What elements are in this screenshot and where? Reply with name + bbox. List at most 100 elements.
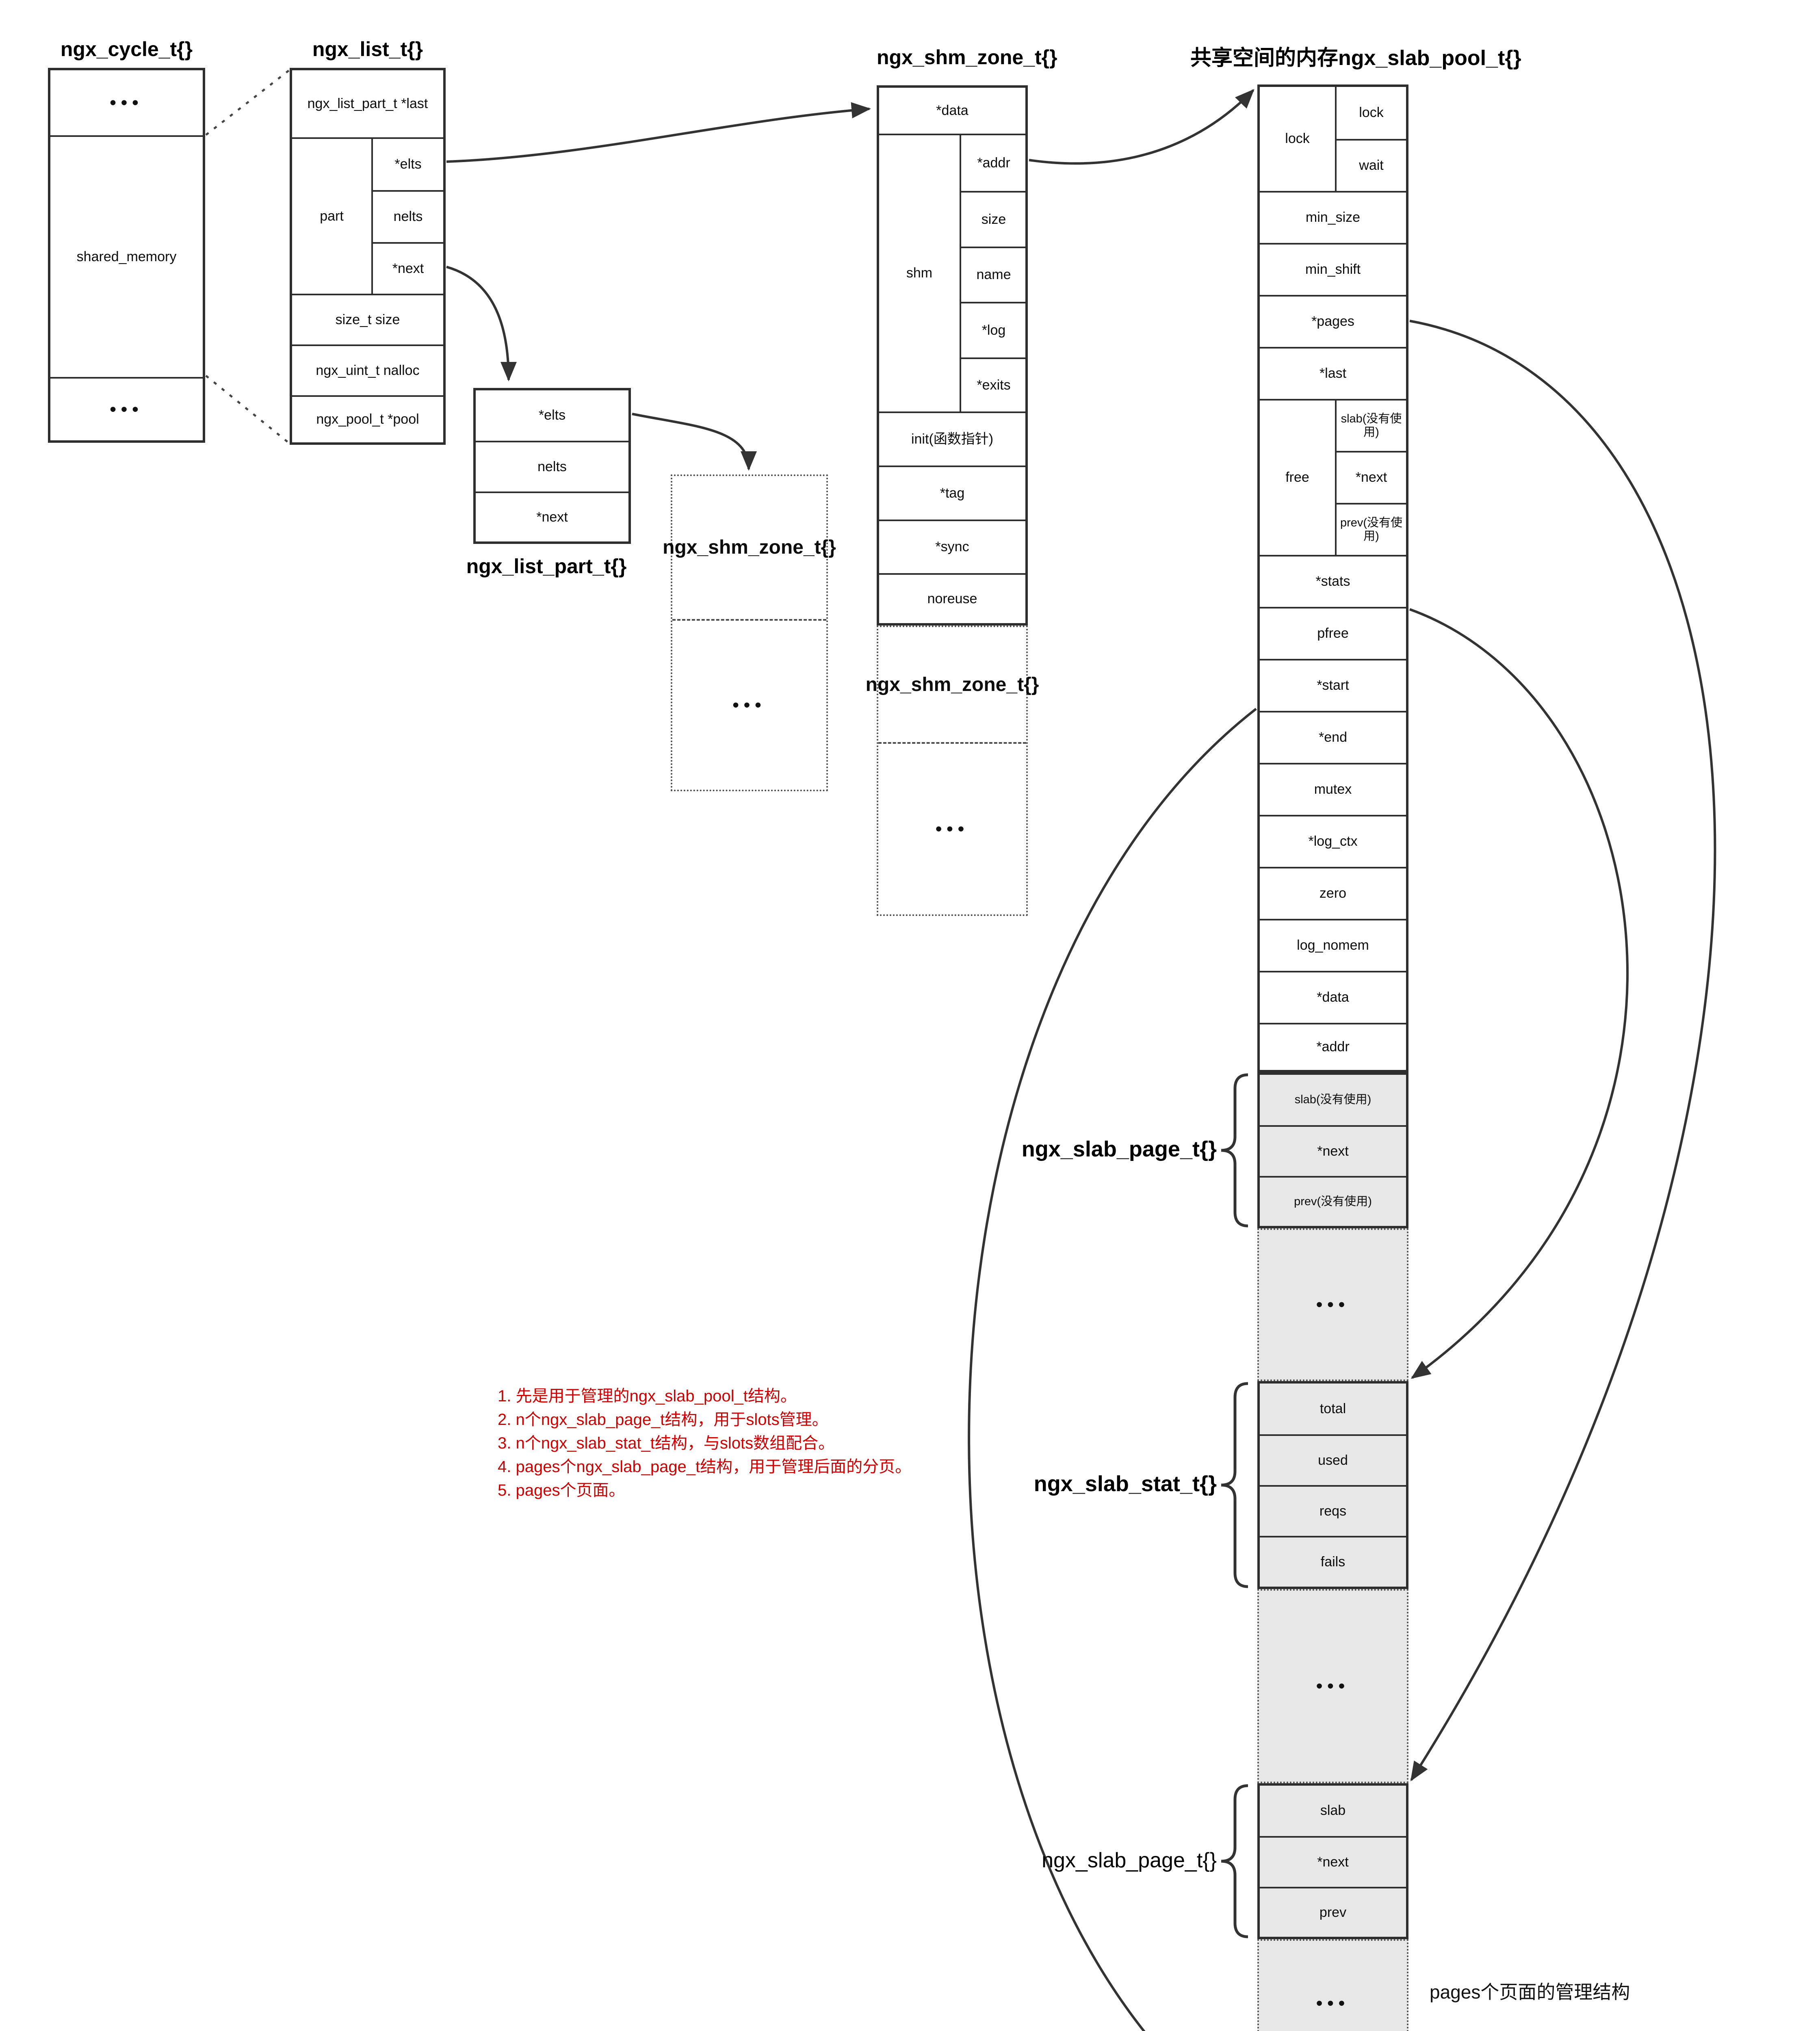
- shm-cell-shm: shm: [879, 134, 960, 411]
- list-row-pool: ngx_pool_t *pool: [292, 395, 443, 442]
- pool-cell-lock: lock: [1285, 131, 1310, 147]
- slab-pool-box: lock lock wait min_size min_shift *pages…: [1257, 84, 1408, 1072]
- arrow-next-to-listpart: [446, 266, 517, 381]
- slab-page-label: ngx_slab_page_t{}: [1021, 1137, 1217, 1161]
- part-row-elts: *elts: [538, 407, 566, 423]
- stat-row-reqs: reqs: [1260, 1485, 1406, 1536]
- note-5: 5. pages个页面。: [498, 1481, 625, 1499]
- stat-row-used: used: [1260, 1434, 1406, 1485]
- stat-row-fails: fails: [1260, 1536, 1406, 1587]
- gray-region-c-dots: •••: [1316, 1993, 1350, 2013]
- shm-cell-addr: *addr: [960, 134, 1026, 191]
- list-row-size: size_t size: [292, 294, 443, 344]
- pool-cell-free: free: [1260, 399, 1335, 555]
- list-part-title: ngx_list_part_t{}: [466, 555, 627, 578]
- shm-zone-more-label: ngx_shm_zone_t{}: [865, 673, 1039, 695]
- list-row-nalloc: ngx_uint_t nalloc: [292, 344, 443, 395]
- dotted-link-top: [205, 69, 290, 136]
- pg2-row-slab: slab: [1320, 1803, 1346, 1819]
- shm-cell-exits: *exits: [960, 357, 1026, 411]
- arrow-pages-to-page-array: [1409, 320, 1716, 1782]
- shm-row-sync: *sync: [879, 520, 1025, 573]
- note-4: 4. pages个ngx_slab_page_t结构，用于管理后面的分页。: [498, 1458, 912, 1476]
- pages-management-note: pages个页面的管理结构: [1430, 1981, 1630, 2003]
- list-box: ngx_list_part_t *last part *elts nelts *…: [290, 68, 446, 445]
- pool-row-data: *data: [1260, 971, 1406, 1023]
- arrow-elts-to-dashed-zone: [632, 413, 757, 471]
- pool-row-log-ctx: *log_ctx: [1260, 815, 1406, 867]
- cycle-box: ••• shared_memory •••: [48, 68, 205, 443]
- cycle-shared-memory: shared_memory: [50, 135, 203, 377]
- brace-slab-page2-group: [1221, 1784, 1248, 1938]
- pool-row-start: *start: [1260, 659, 1406, 711]
- slab-stat-group-box: total used reqs fails: [1257, 1381, 1408, 1589]
- list-cell-part: part: [292, 137, 371, 294]
- brace-slab-page-group: [1221, 1073, 1248, 1228]
- pool-cell-wait: wait: [1335, 139, 1406, 191]
- brace-slab-stat-group: [1221, 1382, 1248, 1588]
- slab-page2-label: ngx_slab_page_t{}: [1042, 1849, 1217, 1872]
- slab-pool-title: 共享空间的内存ngx_slab_pool_t{}: [1190, 46, 1521, 70]
- list-part-box: *elts nelts *next: [473, 388, 631, 544]
- list-cell-nelts: nelts: [371, 190, 443, 242]
- gray-region-a: •••: [1257, 1228, 1408, 1381]
- shm-cell-size: size: [960, 191, 1026, 247]
- arrow-elts-to-shmzone: [446, 102, 871, 163]
- pool-row-last: *last: [1260, 347, 1406, 399]
- part-row-nelts: nelts: [476, 441, 628, 492]
- note-2: 2. n个ngx_slab_page_t结构，用于slots管理。: [498, 1411, 828, 1429]
- gray-region-b: •••: [1257, 1589, 1408, 1783]
- shm-row-data: *data: [936, 102, 968, 118]
- shm-row-noreuse: noreuse: [879, 573, 1025, 623]
- gray-region-b-dots: •••: [1316, 1676, 1350, 1696]
- pool-row-end: *end: [1260, 711, 1406, 763]
- pool-cell-free-slab: slab(没有使用): [1335, 399, 1406, 451]
- pool-row-min-shift: min_shift: [1260, 243, 1406, 295]
- pg2-row-prev: prev: [1260, 1887, 1406, 1937]
- shm-row-init: init(函数指针): [879, 411, 1025, 466]
- pool-row-addr: *addr: [1260, 1023, 1406, 1070]
- list-cell-elts: *elts: [371, 137, 443, 190]
- pool-cell-lock2: lock: [1335, 87, 1406, 139]
- shm-zone-array-dots: •••: [672, 619, 826, 790]
- shm-zone-box: *data shm *addr size name *log *exits in…: [877, 85, 1028, 626]
- shm-zone-array-box: ngx_shm_zone_t{} •••: [663, 474, 836, 791]
- part-row-next: *next: [476, 492, 628, 541]
- pool-cell-free-prev: prev(没有使用): [1335, 503, 1406, 555]
- pool-row-mutex: mutex: [1260, 763, 1406, 815]
- list-title: ngx_list_t{}: [312, 38, 423, 61]
- shm-row-tag: *tag: [879, 466, 1025, 520]
- arrow-addr-to-slabpool: [1029, 89, 1254, 165]
- shm-cell-name: name: [960, 247, 1026, 302]
- pg2-row-next: *next: [1260, 1836, 1406, 1887]
- cycle-dots-bottom: •••: [50, 377, 203, 440]
- pool-row-log-nomem: log_nomem: [1260, 919, 1406, 971]
- slab-page-group-box: slab(没有使用) *next prev(没有使用): [1257, 1072, 1408, 1228]
- slab-stat-label: ngx_slab_stat_t{}: [1034, 1472, 1217, 1496]
- gray-region-a-dots: •••: [1316, 1294, 1350, 1314]
- list-row-last: ngx_list_part_t *last: [307, 95, 428, 111]
- shm-zone-more-box: ngx_shm_zone_t{} •••: [865, 626, 1039, 916]
- shm-zone-title: ngx_shm_zone_t{}: [877, 46, 1057, 69]
- shm-cell-log: *log: [960, 302, 1026, 357]
- stat-row-total: total: [1320, 1401, 1346, 1416]
- pool-row-min-size: min_size: [1260, 191, 1406, 243]
- pool-row-stats: *stats: [1260, 555, 1406, 607]
- pool-row-zero: zero: [1260, 867, 1406, 919]
- shm-zone-more-dots: •••: [878, 742, 1026, 914]
- cycle-dots-top: •••: [110, 92, 143, 113]
- gray-region-c: •••: [1257, 1939, 1408, 2031]
- note-1: 1. 先是用于管理的ngx_slab_pool_t结构。: [498, 1387, 797, 1405]
- shm-zone-array-label: ngx_shm_zone_t{}: [663, 537, 836, 559]
- pool-row-pfree: pfree: [1260, 607, 1406, 659]
- slab-page2-group-box: slab *next prev: [1257, 1783, 1408, 1939]
- pool-cell-free-next: *next: [1335, 451, 1406, 503]
- pg-row-prev: prev(没有使用): [1260, 1176, 1406, 1226]
- pg-row-slab: slab(没有使用): [1294, 1093, 1372, 1106]
- dotted-link-bottom: [205, 375, 290, 444]
- note-3: 3. n个ngx_slab_stat_t结构，与slots数组配合。: [498, 1434, 835, 1452]
- pg-row-next: *next: [1260, 1125, 1406, 1176]
- pool-row-pages: *pages: [1260, 295, 1406, 347]
- list-cell-next: *next: [371, 242, 443, 294]
